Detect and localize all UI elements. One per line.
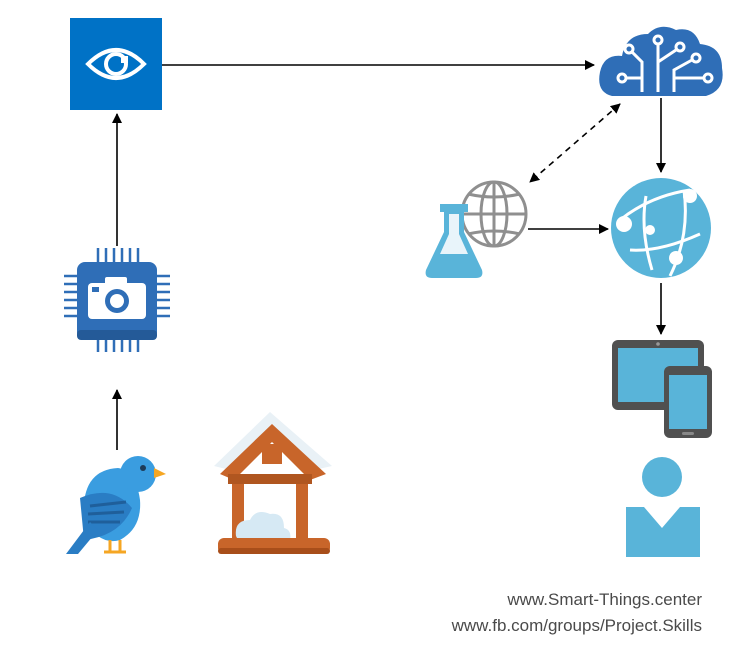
brain-circuit-icon [599, 26, 723, 96]
tablet-phone-icon [612, 340, 712, 438]
flask-globe-icon [425, 180, 528, 278]
bird-feeder-icon [214, 412, 332, 554]
bird-icon [66, 456, 166, 554]
web-app-globe-icon [611, 178, 711, 278]
footer-website: www.Smart-Things.center [507, 590, 702, 609]
user-icon [626, 457, 700, 557]
arrow-dashed-cognitive-mllab [529, 103, 621, 183]
camera-chip-icon [64, 248, 170, 352]
footer-group-link: www.fb.com/groups/Project.Skills [451, 616, 702, 635]
eye-icon [70, 18, 162, 110]
